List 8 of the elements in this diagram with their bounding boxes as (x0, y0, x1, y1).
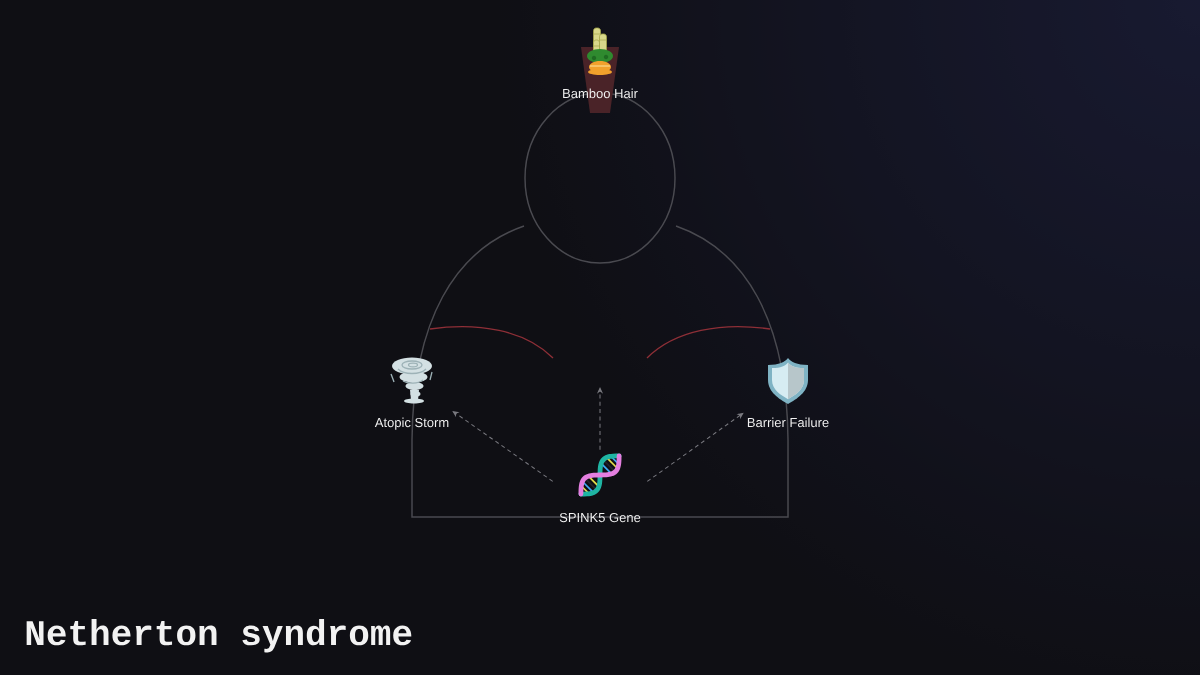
arrow (452, 411, 554, 482)
title: Netherton syndrome (26, 618, 412, 653)
arrow (646, 412, 744, 482)
node-label: SPINK5 Gene (559, 512, 641, 523)
node-label: Bamboo Hair (563, 88, 638, 99)
arrow (597, 387, 603, 451)
node-label: Barrier Failure (747, 417, 829, 428)
node-label: Atopic Storm (374, 417, 449, 430)
